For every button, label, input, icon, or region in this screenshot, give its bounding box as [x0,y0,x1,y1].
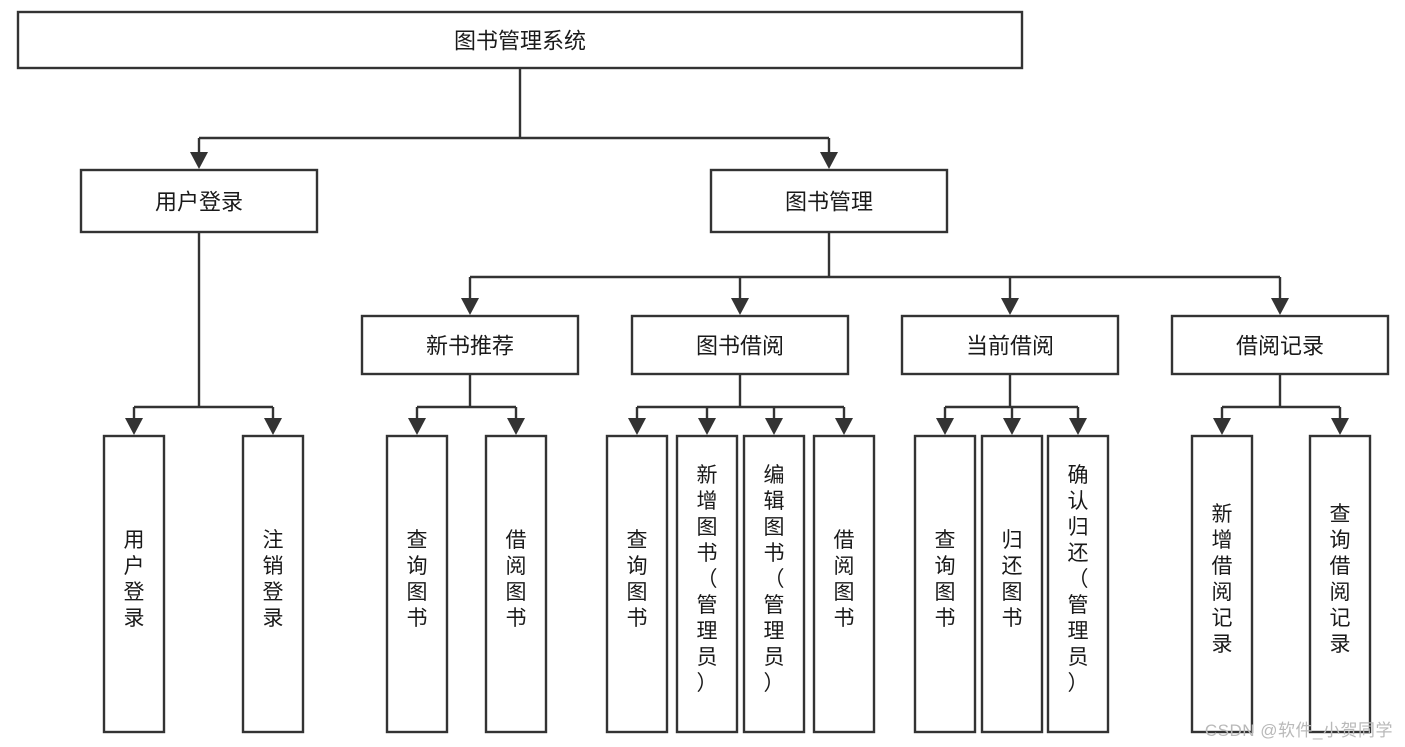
node-book-borrow[interactable]: 图书借阅 [630,314,850,376]
node-box [605,434,669,734]
arrow-head-icon [731,298,749,315]
node-label: 注销登录 [263,529,284,630]
node-box [1308,434,1372,734]
node-box [812,434,876,734]
arrow-head-icon [1001,298,1019,315]
node-label: 新增图书（管理员） [697,464,718,695]
arrow-head-icon [765,418,783,435]
connectors-layer [125,68,1349,435]
watermark-text: CSDN @软件_小贺同学 [1204,721,1393,740]
node-borrow-records[interactable]: 借阅记录 [1170,314,1390,376]
node-box [913,434,977,734]
arrow-head-icon [1213,418,1231,435]
node-label: 查询图书 [627,529,648,630]
node-label: 借阅图书 [834,529,855,630]
node-leaf-return-book[interactable]: 归还图书 [980,434,1044,734]
node-leaf-query-book-borrow[interactable]: 查询图书 [605,434,669,734]
node-label: 查询图书 [407,529,428,630]
node-label: 图书管理 [785,190,873,215]
arrow-head-icon [408,418,426,435]
node-label: 编辑图书（管理员） [764,464,785,695]
node-leaf-add-record[interactable]: 新增借阅记录 [1190,434,1254,734]
node-leaf-query-record[interactable]: 查询借阅记录 [1308,434,1372,734]
node-box [79,168,319,234]
node-box [360,314,580,376]
node-label: 当前借阅 [966,334,1054,359]
node-box [102,434,166,734]
node-label: 查询图书 [935,529,956,630]
node-label: 用户登录 [124,529,145,630]
node-leaf-query-book-current[interactable]: 查询图书 [913,434,977,734]
node-box [484,434,548,734]
node-leaf-edit-book[interactable]: 编辑图书（管理员） [742,434,806,734]
arrow-head-icon [190,152,208,169]
node-new-book-recommend[interactable]: 新书推荐 [360,314,580,376]
node-leaf-logout[interactable]: 注销登录 [241,434,305,734]
node-leaf-confirm-return[interactable]: 确认归还（管理员） [1046,434,1110,734]
node-current-borrow[interactable]: 当前借阅 [900,314,1120,376]
arrow-head-icon [820,152,838,169]
node-box [1190,434,1254,734]
arrow-head-icon [1331,418,1349,435]
node-label: 图书借阅 [696,334,784,359]
arrow-head-icon [1271,298,1289,315]
arrow-head-icon [1069,418,1087,435]
arrow-head-icon [507,418,525,435]
arrow-head-icon [264,418,282,435]
node-leaf-query-book-rec[interactable]: 查询图书 [385,434,449,734]
node-box [900,314,1120,376]
arrow-head-icon [461,298,479,315]
node-box [630,314,850,376]
node-label: 用户登录 [155,190,243,215]
node-label: 查询借阅记录 [1330,503,1351,656]
node-label: 图书管理系统 [454,29,586,54]
node-label: 借阅记录 [1236,334,1324,359]
node-leaf-add-book[interactable]: 新增图书（管理员） [675,434,739,734]
node-box [980,434,1044,734]
node-user-login[interactable]: 用户登录 [79,168,319,234]
node-label: 确认归还（管理员） [1068,464,1089,695]
arrow-head-icon [698,418,716,435]
arrow-head-icon [125,418,143,435]
node-label: 新增借阅记录 [1212,503,1233,656]
node-leaf-borrow-book[interactable]: 借阅图书 [812,434,876,734]
node-box [241,434,305,734]
arrow-head-icon [835,418,853,435]
nodes-layer: 图书管理系统用户登录图书管理新书推荐图书借阅当前借阅借阅记录用户登录注销登录查询… [16,10,1390,734]
node-book-management[interactable]: 图书管理 [709,168,949,234]
node-label: 归还图书 [1002,529,1023,630]
node-box [709,168,949,234]
node-box [1170,314,1390,376]
node-box [16,10,1024,70]
node-box [675,434,739,734]
node-root[interactable]: 图书管理系统 [16,10,1024,70]
node-label: 借阅图书 [506,529,527,630]
arrow-head-icon [628,418,646,435]
node-box [385,434,449,734]
node-label: 新书推荐 [426,334,514,359]
arrow-head-icon [1003,418,1021,435]
node-box [742,434,806,734]
node-leaf-borrow-book-rec[interactable]: 借阅图书 [484,434,548,734]
node-box [1046,434,1110,734]
node-leaf-user-login[interactable]: 用户登录 [102,434,166,734]
arrow-head-icon [936,418,954,435]
